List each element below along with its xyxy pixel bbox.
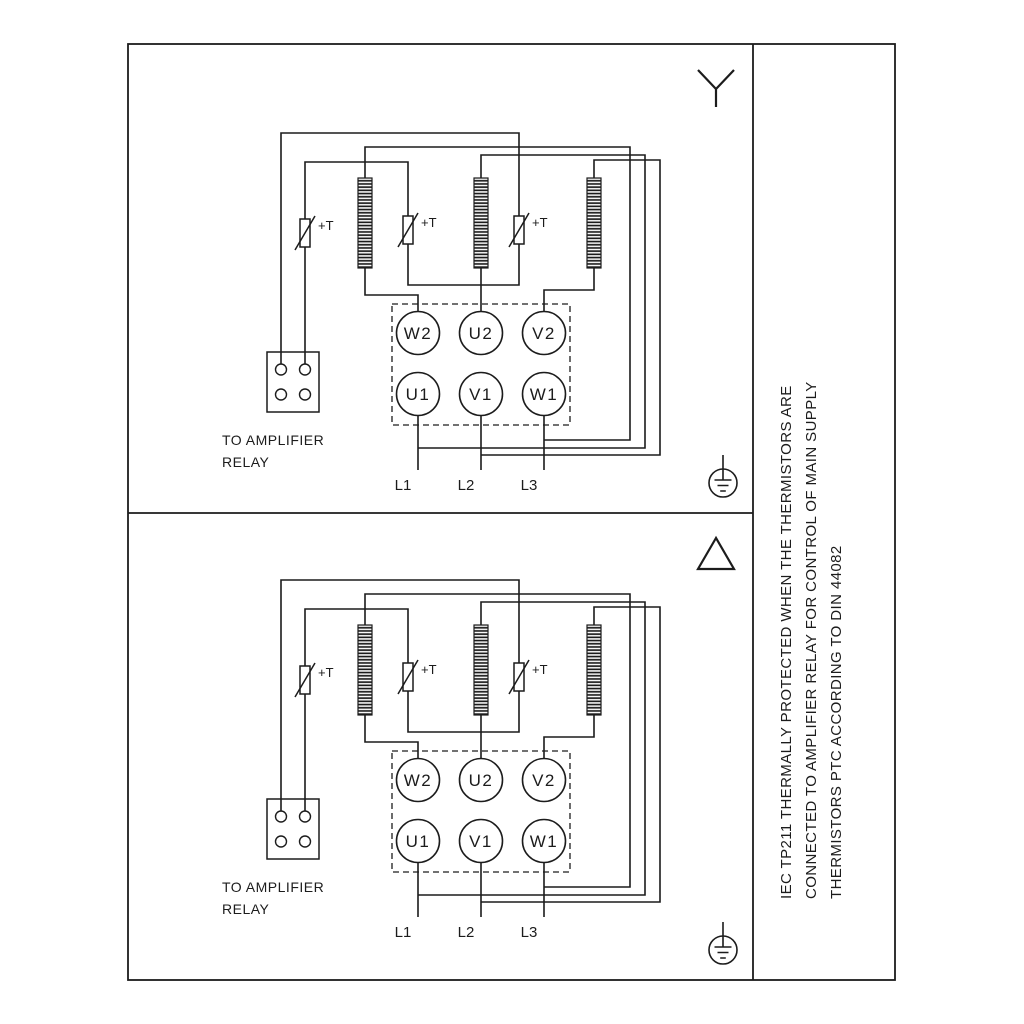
star-connection-panel — [221, 69, 738, 498]
side-note: IEC TP211 THERMALLY PROTECTED WHEN THE T… — [778, 381, 845, 899]
delta-connection-icon — [696, 535, 736, 571]
star-panel-wiring — [221, 132, 661, 495]
star-connection-icon — [697, 69, 735, 107]
side-note-line1: IEC TP211 THERMALLY PROTECTED WHEN THE T… — [778, 385, 795, 899]
outer-border — [127, 43, 896, 981]
delta-connection-panel — [221, 535, 738, 965]
delta-panel-wiring — [221, 579, 661, 942]
side-note-line3: THERMISTORS PTC ACCORDING TO DIN 44082 — [828, 545, 845, 899]
protective-earth-icon — [708, 454, 738, 498]
side-note-line2: CONNECTED TO AMPLIFIER RELAY FOR CONTROL… — [803, 381, 820, 899]
protective-earth-icon — [708, 921, 738, 965]
